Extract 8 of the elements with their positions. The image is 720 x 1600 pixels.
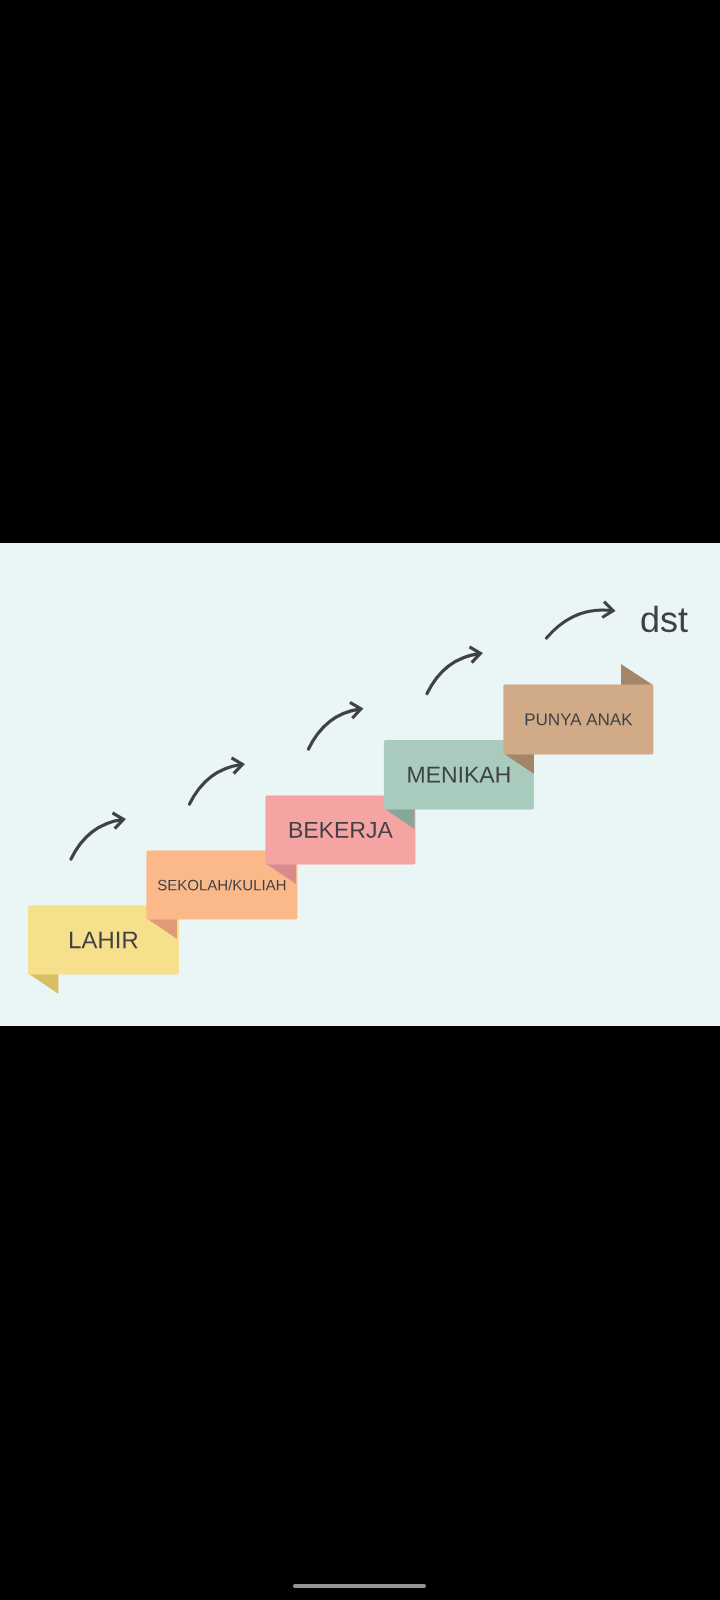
step-label: dst — [641, 605, 688, 633]
curved-arrow — [544, 600, 616, 640]
ribbon-box: SEKOLAH/KULIAH — [146, 850, 298, 939]
curved-arrow — [69, 811, 126, 861]
curved-arrow — [306, 701, 364, 751]
curved-arrow — [425, 645, 483, 696]
ribbon-box: LAHIR — [27, 905, 179, 994]
curved-arrow — [187, 756, 245, 806]
